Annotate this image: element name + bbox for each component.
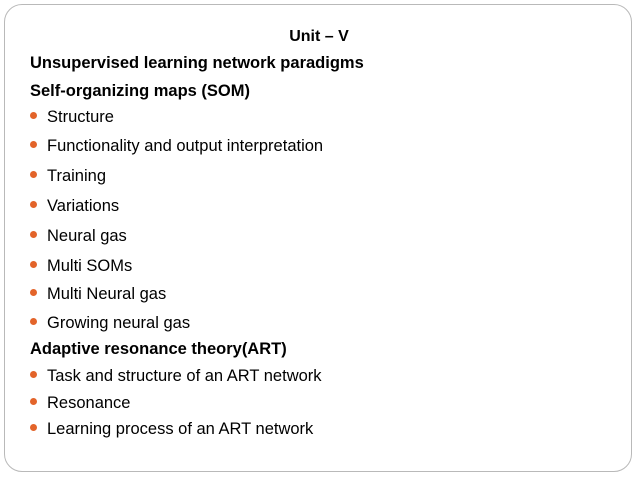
bullet-dot-icon [30,398,37,406]
slide-frame: Unit – V Unsupervised learning network p… [4,4,632,472]
bullet-dot-icon [30,318,37,326]
bullet-dot-icon [30,171,37,179]
list-item: Neural gas [30,226,127,246]
list-item-label: Growing neural gas [47,314,191,332]
list-item-label: Training [47,167,106,185]
bullet-dot-icon [30,141,37,149]
list-item-label: Functionality and output interpretation [47,137,324,155]
bullet-dot-icon [30,289,37,297]
list-item: Multi SOMs [30,256,132,276]
bullet-dot-icon [30,201,37,209]
list-item: Training [30,166,106,186]
heading-unsupervised: Unsupervised learning network paradigms [30,54,364,72]
slide-title: Unit – V [289,28,349,45]
heading-art: Adaptive resonance theory(ART) [30,340,287,358]
list-item: Growing neural gas [30,313,190,333]
bullet-dot-icon [30,424,37,432]
list-item-label: Variations [47,197,120,215]
list-item: Resonance [30,393,130,413]
list-item-label: Structure [47,108,114,126]
bullet-dot-icon [30,261,37,269]
bullet-dot-icon [30,112,37,120]
list-item-label: Multi Neural gas [47,285,167,303]
list-item: Variations [30,196,119,216]
list-item: Task and structure of an ART network [30,366,322,386]
bullet-dot-icon [30,371,37,379]
list-item-label: Multi SOMs [47,257,133,275]
list-item: Functionality and output interpretation [30,136,323,156]
list-item-label: Learning process of an ART network [47,420,314,438]
list-item: Structure [30,107,114,127]
bullet-dot-icon [30,231,37,239]
list-item-label: Neural gas [47,227,127,245]
list-item-label: Resonance [47,394,131,412]
list-item: Learning process of an ART network [30,419,313,439]
list-item-label: Task and structure of an ART network [47,367,322,385]
list-item: Multi Neural gas [30,284,166,304]
heading-som: Self-organizing maps (SOM) [30,82,251,100]
